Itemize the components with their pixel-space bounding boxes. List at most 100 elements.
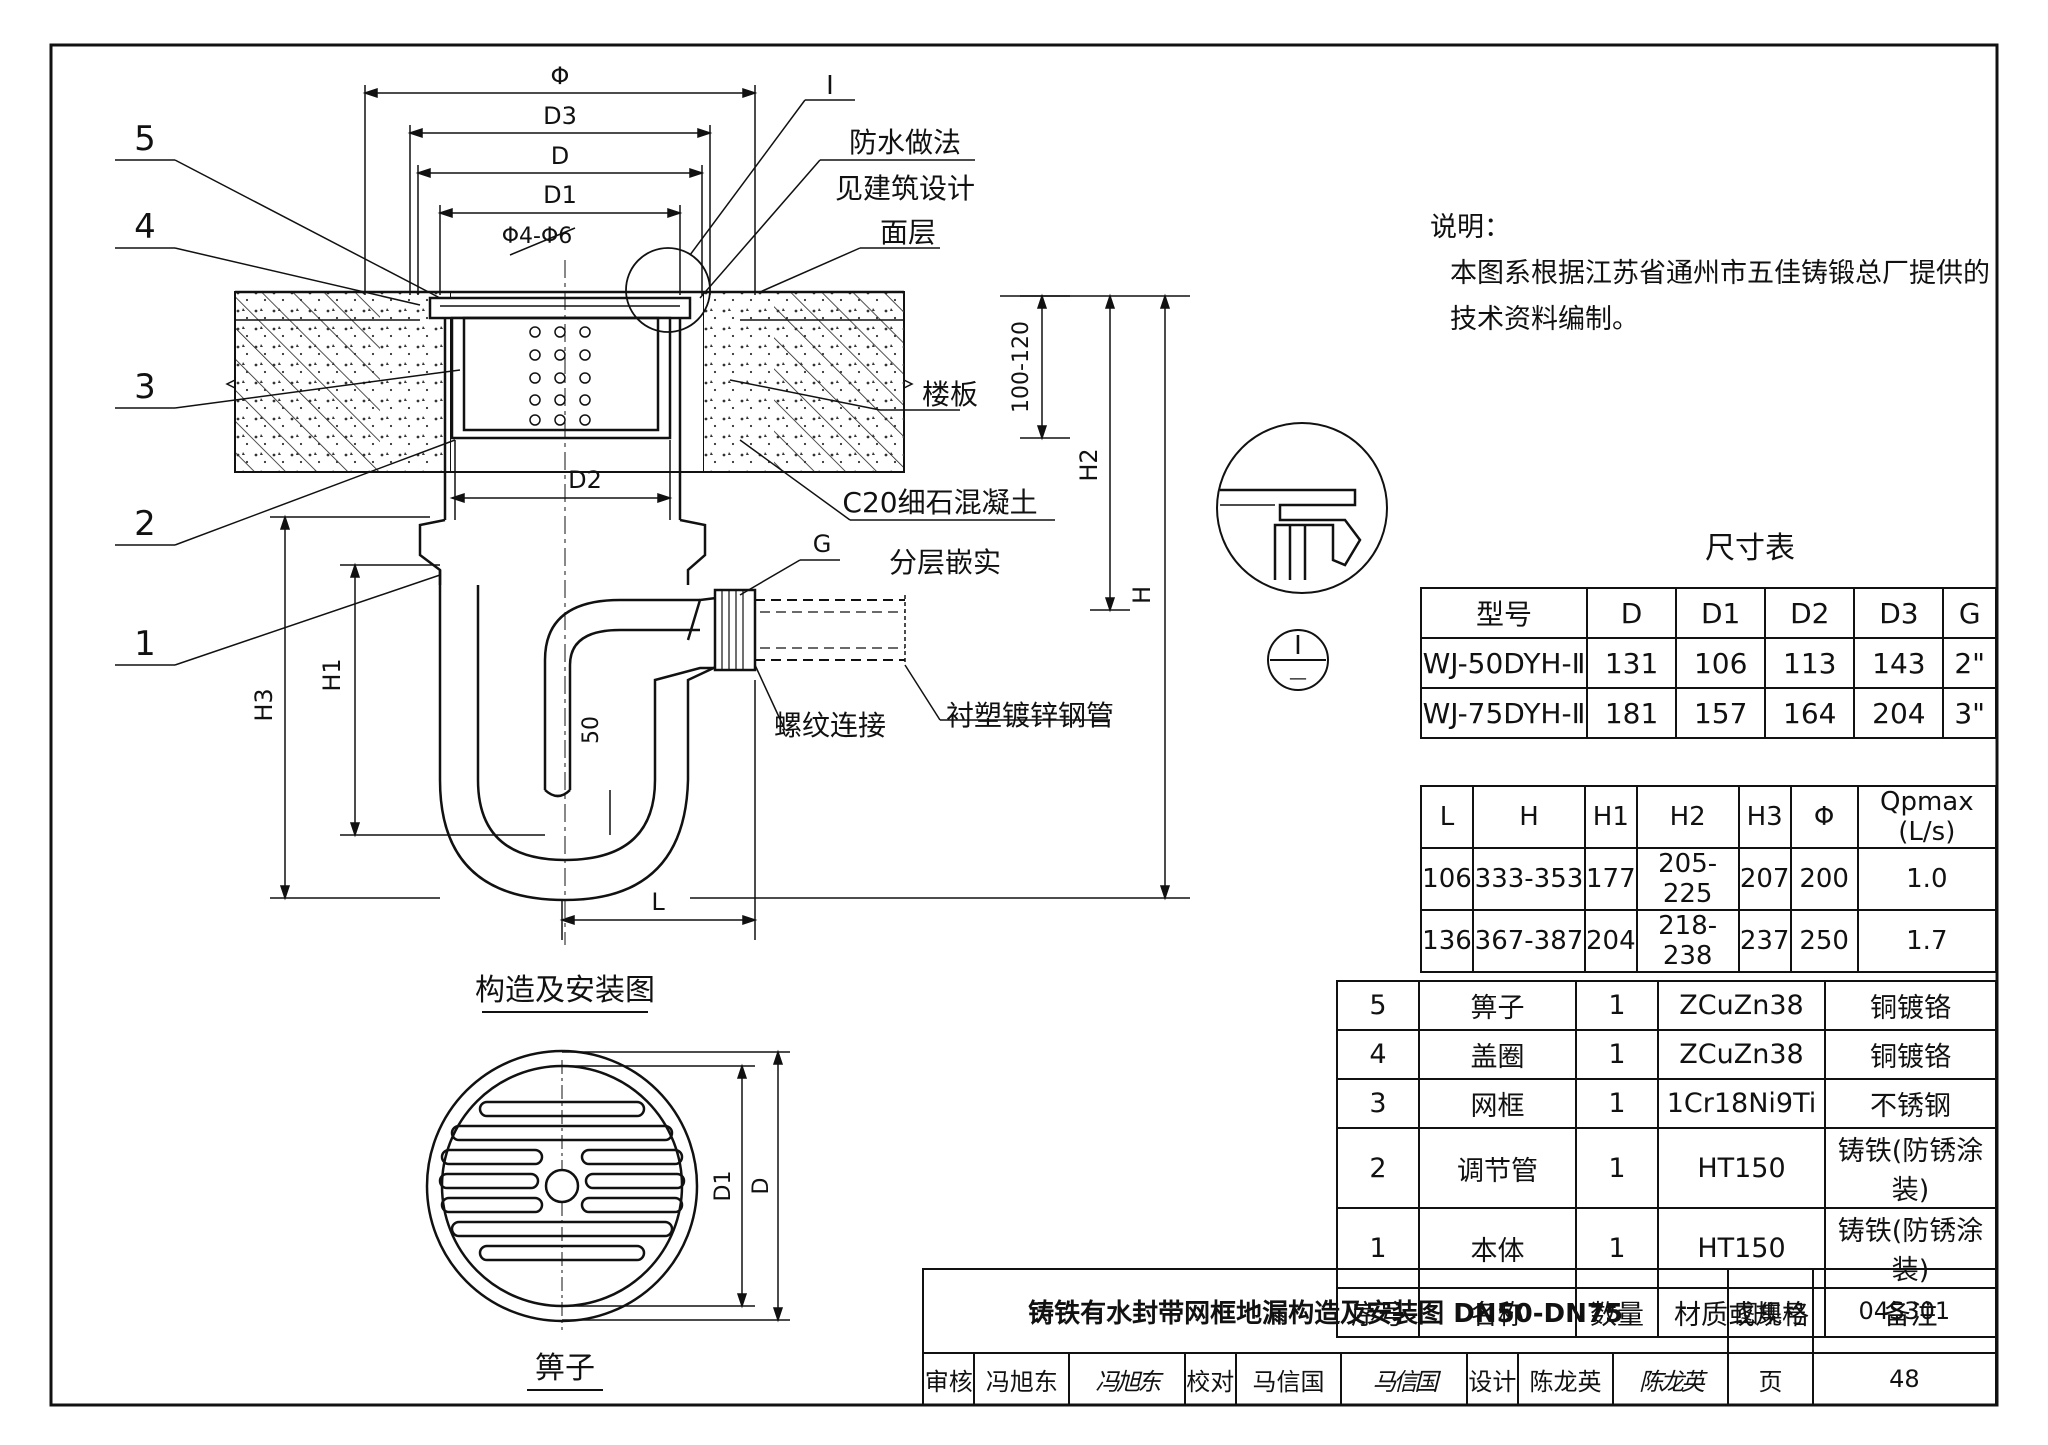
concrete-label: C20细石混凝土: [842, 486, 1037, 519]
h1-label: H1: [318, 658, 346, 691]
size-table-header: 型号 D D1 D2 D3 G: [1420, 587, 1997, 639]
thread-label: 螺纹连接: [774, 709, 886, 742]
title-block: 铸铁有水封带网框地漏构造及安装图 DN50-DN75 图集号 04S301 审核…: [921, 1268, 1998, 1406]
dim-cell: 250: [1789, 909, 1859, 973]
size-cell: 3": [1942, 687, 1997, 739]
dim-header-h2: H2: [1635, 785, 1740, 849]
d1-label: D1: [543, 181, 577, 209]
pipe-label: 衬塑镀锌钢管: [946, 699, 1114, 732]
dim-cell: 177: [1584, 847, 1638, 911]
parts-cell: HT150: [1657, 1127, 1826, 1209]
size-cell: 2": [1942, 637, 1997, 689]
detail-mark-label: I: [826, 71, 834, 101]
grate-caption: 箅子: [535, 1351, 595, 1386]
dim-cell: 205-225: [1635, 847, 1740, 911]
surface-label: 面层: [880, 216, 936, 249]
size-cell: 164: [1764, 687, 1856, 739]
dim-cell: 237: [1737, 909, 1792, 973]
size-cell: 204: [1853, 687, 1945, 739]
parts-cell: 调节管: [1418, 1127, 1577, 1209]
dim-cell: 1.0: [1856, 847, 1998, 911]
detail-symbol-bottom: —: [1289, 668, 1307, 689]
callout-3: 3: [134, 367, 156, 407]
dimension-table: L H H1 H2 H3 Φ Qpmax (L/s) 106 333-353 1…: [1420, 785, 1998, 973]
detail-i-symbol: [1267, 629, 1329, 691]
parts-cell: ZCuZn38: [1657, 1029, 1826, 1080]
design-label: 设计: [1465, 1352, 1520, 1406]
size-cell: 131: [1585, 637, 1678, 689]
size-header-d1: D1: [1675, 587, 1767, 639]
size-header-g: G: [1942, 587, 1997, 639]
size-cell: 113: [1764, 637, 1856, 689]
grate-top-view: [425, 1049, 699, 1330]
designer-name: 陈龙英: [1517, 1352, 1614, 1406]
parts-cell: 网框: [1418, 1078, 1577, 1129]
dim-cell: 106: [1420, 847, 1474, 911]
callout-4: 4: [134, 207, 156, 247]
table-row: WJ-50DYH-Ⅱ 131 106 113 143 2": [1420, 637, 1997, 689]
g-label: G: [813, 530, 832, 558]
size-header-d: D: [1585, 587, 1678, 639]
size-header-model: 型号: [1420, 587, 1588, 639]
parts-cell: 铜镀铬: [1824, 1029, 1997, 1080]
parts-cell: 铸铁(防锈涂装): [1824, 1127, 1997, 1209]
table-row: 136 367-387 204 218-238 237 250 1.7: [1420, 909, 1998, 973]
notes-line-2: 技术资料编制。: [1450, 304, 1639, 335]
parts-cell: 1: [1575, 1029, 1659, 1080]
table-row: WJ-75DYH-Ⅱ 181 157 164 204 3": [1420, 687, 1997, 739]
main-caption: 构造及安装图: [475, 973, 655, 1008]
parts-cell: 不锈钢: [1824, 1078, 1997, 1129]
table-row: 2 调节管 1 HT150 铸铁(防锈涂装): [1336, 1127, 1997, 1209]
size-cell: 181: [1585, 687, 1678, 739]
notes-block: 说明： 本图系根据江苏省通州市五佳铸锻总厂提供的 技术资料编制。: [1430, 205, 1990, 343]
page-number: 48: [1811, 1352, 1998, 1406]
dim-header-h3: H3: [1737, 785, 1792, 849]
notes-line-1: 本图系根据江苏省通州市五佳铸锻总厂提供的: [1450, 258, 1990, 289]
parts-cell: 1Cr18Ni9Ti: [1657, 1078, 1826, 1129]
grate-d-label: D: [749, 1178, 774, 1195]
atlas-label: 图集号: [1727, 1268, 1814, 1354]
parts-cell: 箅子: [1418, 980, 1577, 1031]
callout-1: 1: [134, 624, 156, 664]
size-header-d3: D3: [1853, 587, 1945, 639]
h2-label: H2: [1075, 448, 1103, 481]
parts-cell: 5: [1336, 980, 1420, 1031]
size-table-title: 尺寸表: [1705, 531, 1795, 566]
dim-cell: 207: [1737, 847, 1792, 911]
size-cell: 143: [1853, 637, 1945, 689]
checker-signature: 马信国: [1340, 1352, 1468, 1406]
parts-cell: 1: [1575, 1127, 1659, 1209]
waterproof-label-1: 防水做法: [849, 126, 961, 159]
table-row: 1 本体 1 HT150 铸铁(防锈涂装): [1336, 1207, 1997, 1289]
dim-cell: 204: [1584, 909, 1638, 973]
d-label: D: [551, 142, 569, 170]
check-label: 校对: [1183, 1352, 1238, 1406]
reviewer-name: 冯旭东: [973, 1352, 1071, 1406]
parts-cell: 3: [1336, 1078, 1420, 1129]
top-dimensions: [362, 85, 758, 504]
parts-cell: 盖圈: [1418, 1029, 1577, 1080]
holes-label: Φ4-Φ6: [502, 224, 573, 249]
parts-cell: 1: [1575, 980, 1659, 1031]
basket-holes: [529, 326, 591, 426]
dim-cell: 136: [1420, 909, 1474, 973]
dim-table-header: L H H1 H2 H3 Φ Qpmax (L/s): [1420, 785, 1998, 849]
table-row: 3 网框 1 1Cr18Ni9Ti 不锈钢: [1336, 1078, 1997, 1129]
size-cell: WJ-50DYH-Ⅱ: [1420, 637, 1588, 689]
h-label: H: [1128, 586, 1156, 604]
dim-header-l: L: [1420, 785, 1474, 849]
dim-header-h1: H1: [1584, 785, 1638, 849]
grate-d1-label: D1: [711, 1171, 736, 1202]
size-cell: 106: [1675, 637, 1767, 689]
atlas-number: 04S301: [1811, 1268, 1998, 1354]
dim-cell: 218-238: [1635, 909, 1740, 973]
size-table: 型号 D D1 D2 D3 G WJ-50DYH-Ⅱ 131 106 113 1…: [1420, 587, 1997, 739]
dim-cell: 333-353: [1472, 847, 1586, 911]
detail-i-view: [1216, 422, 1388, 594]
layered-label: 分层嵌实: [889, 546, 1001, 579]
table-row: 5 箅子 1 ZCuZn38 铜镀铬: [1336, 980, 1997, 1031]
size-cell: WJ-75DYH-Ⅱ: [1420, 687, 1588, 739]
designer-signature: 陈龙英: [1611, 1352, 1730, 1406]
